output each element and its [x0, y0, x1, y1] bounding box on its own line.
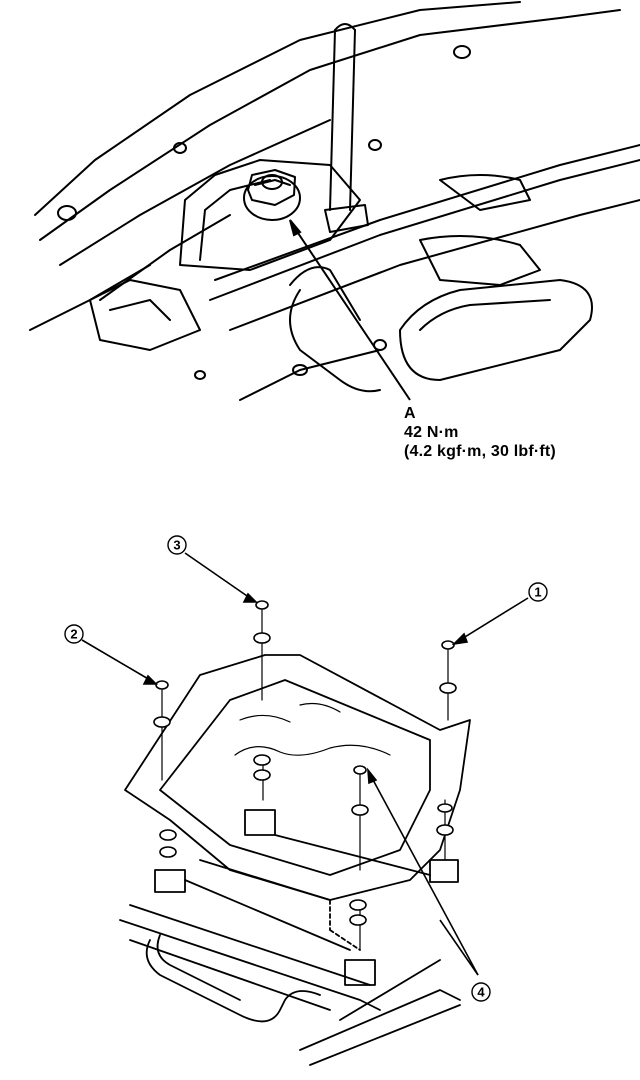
spec-letter: A: [404, 405, 416, 422]
callout-4-circle: [471, 982, 491, 1002]
lever-bolt-illustration: [29, 1, 640, 401]
callout-2: 2: [70, 627, 77, 642]
callout-4: 4: [477, 985, 485, 1000]
callout-1: 1: [534, 585, 541, 600]
callout-3-circle: [167, 535, 187, 555]
callout-3: 3: [173, 538, 180, 553]
callout-1-circle: [528, 582, 548, 602]
torque-metric: 42 N·m: [404, 424, 459, 441]
callout-2-circle: [64, 624, 84, 644]
torque-spec: A 42 N·m (4.2 kgf·m, 30 lbf·ft): [404, 404, 556, 461]
torque-alt-units: (4.2 kgf·m, 30 lbf·ft): [404, 443, 556, 460]
